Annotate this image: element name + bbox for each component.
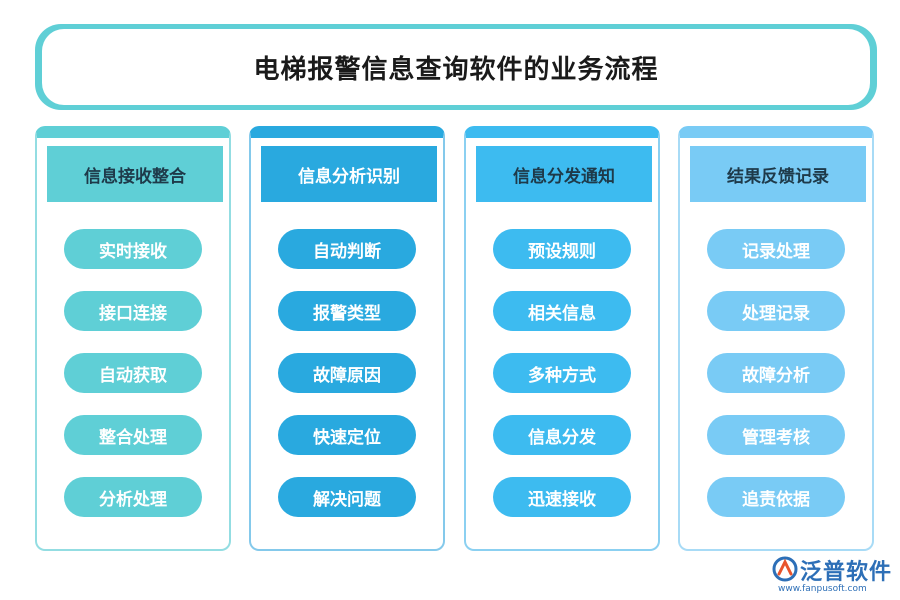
column-1-step-1: 实时接收 <box>64 229 202 269</box>
diagram-title: 电梯报警信息查询软件的业务流程 <box>253 54 659 85</box>
column-1-step-2: 接口连接 <box>64 291 202 331</box>
column-1: 信息接收整合 实时接收 接口连接 自动获取 整合处理 分析处理 <box>35 126 231 551</box>
column-1-header: 信息接收整合 <box>47 146 223 202</box>
column-3-step-4: 信息分发 <box>493 415 631 455</box>
column-3-step-3: 多种方式 <box>493 353 631 393</box>
column-4-step-3: 故障分析 <box>707 353 845 393</box>
column-2: 信息分析识别 自动判断 报警类型 故障原因 快速定位 解决问题 <box>249 126 445 551</box>
column-2-step-1: 自动判断 <box>278 229 416 269</box>
column-4-header: 结果反馈记录 <box>690 146 866 202</box>
column-2-header: 信息分析识别 <box>261 146 437 202</box>
column-4-step-5: 追责依据 <box>707 477 845 517</box>
column-3-step-5: 迅速接收 <box>493 477 631 517</box>
column-3: 信息分发通知 预设规则 相关信息 多种方式 信息分发 迅速接收 <box>464 126 660 551</box>
title-box: 电梯报警信息查询软件的业务流程 <box>42 29 870 105</box>
logo-url: www.fanpusoft.com <box>778 584 867 594</box>
column-2-step-3: 故障原因 <box>278 353 416 393</box>
column-2-step-5: 解决问题 <box>278 477 416 517</box>
column-4-step-2: 处理记录 <box>707 291 845 331</box>
column-1-step-4: 整合处理 <box>64 415 202 455</box>
column-3-step-2: 相关信息 <box>493 291 631 331</box>
column-2-step-4: 快速定位 <box>278 415 416 455</box>
column-3-header: 信息分发通知 <box>476 146 652 202</box>
column-1-step-3: 自动获取 <box>64 353 202 393</box>
column-3-step-1: 预设规则 <box>493 229 631 269</box>
column-4-step-4: 管理考核 <box>707 415 845 455</box>
fanpu-logo-icon <box>772 556 798 582</box>
logo-name: 泛普软件 <box>800 560 893 585</box>
column-4: 结果反馈记录 记录处理 处理记录 故障分析 管理考核 追责依据 <box>678 126 874 551</box>
column-1-step-5: 分析处理 <box>64 477 202 517</box>
brand-logo: 泛普软件 www.fanpusoft.com <box>770 552 895 598</box>
column-4-step-1: 记录处理 <box>707 229 845 269</box>
column-2-step-2: 报警类型 <box>278 291 416 331</box>
